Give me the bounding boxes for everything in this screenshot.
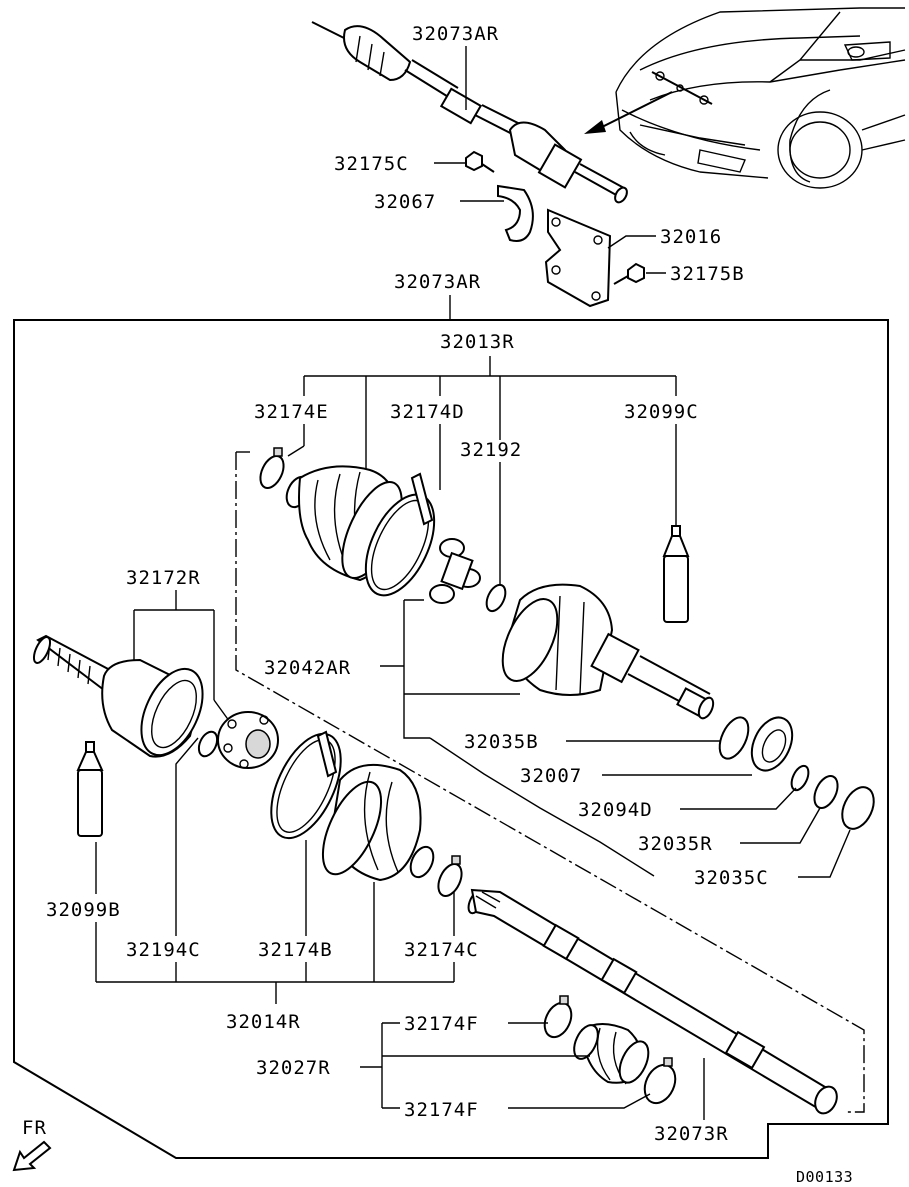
front-arrow-icon xyxy=(12,1140,52,1172)
front-direction-marker: FR xyxy=(12,1117,52,1172)
label-32192: 32192 xyxy=(460,439,522,461)
label-32035b: 32035B xyxy=(464,731,539,753)
label-32174c: 32174C xyxy=(404,939,479,961)
ring-32035r-illustration xyxy=(813,775,839,809)
axle-shaft-illustration xyxy=(467,888,838,1115)
label-32094d: 32094D xyxy=(578,799,653,821)
label-32073ar-box: 32073AR xyxy=(394,271,481,293)
label-32042ar: 32042AR xyxy=(264,657,351,679)
assembly-box-outline xyxy=(13,319,889,1159)
band-32174d-illustration xyxy=(364,472,436,597)
label-32175c: 32175C xyxy=(334,153,409,175)
band-32174c-illustration xyxy=(437,855,463,897)
label-32172r: 32172R xyxy=(126,567,201,589)
car-front-illustration xyxy=(584,7,906,189)
label-32013r: 32013R xyxy=(440,331,515,353)
outer-boot-illustration xyxy=(321,763,435,882)
label-32073r: 32073R xyxy=(654,1123,729,1145)
diagram-code: D00133 xyxy=(796,1168,853,1186)
label-32099b: 32099B xyxy=(46,899,121,921)
bolt-32175c-illustration xyxy=(465,150,495,173)
label-32073ar-top: 32073AR xyxy=(412,23,499,45)
ring-32094d-illustration xyxy=(790,764,810,792)
band-32174b-illustration xyxy=(270,730,342,840)
label-32016: 32016 xyxy=(660,226,722,248)
label-32174d: 32174D xyxy=(390,401,465,423)
label-32174b: 32174B xyxy=(258,939,333,961)
ring-32035c-illustration xyxy=(841,786,875,830)
bracket-32016-illustration xyxy=(544,208,612,308)
ring-32035b-illustration xyxy=(718,716,750,760)
inner-race-illustration xyxy=(217,711,279,769)
label-32174e: 32174E xyxy=(254,401,329,423)
grease-tube-32099b-illustration xyxy=(76,741,104,837)
label-32194c: 32194C xyxy=(126,939,201,961)
clip-32067-illustration xyxy=(497,184,534,242)
snap-ring-32192-illustration xyxy=(485,583,507,613)
tripod-joint-illustration xyxy=(429,538,481,604)
label-32174f-bottom: 32174F xyxy=(404,1099,479,1121)
label-32014r: 32014R xyxy=(226,1011,301,1033)
top-drive-shaft-illustration xyxy=(311,21,628,204)
direction-label: FR xyxy=(22,1117,47,1139)
label-32027r: 32027R xyxy=(256,1057,331,1079)
band-32174f-bottom-illustration xyxy=(643,1057,677,1105)
label-32035r: 32035R xyxy=(638,833,713,855)
label-32067: 32067 xyxy=(374,191,436,213)
outer-joint-illustration xyxy=(32,634,204,758)
inner-joint-housing-illustration xyxy=(501,583,715,720)
bearing-32007-illustration xyxy=(750,716,794,772)
band-32174e-illustration xyxy=(259,447,285,489)
snap-ring-32194c-illustration xyxy=(197,730,219,758)
label-32099c: 32099C xyxy=(624,401,699,423)
grease-tube-32099c-illustration xyxy=(662,525,690,623)
damper-32027r-illustration xyxy=(573,1023,650,1085)
label-32007: 32007 xyxy=(520,765,582,787)
label-32174f-top: 32174F xyxy=(404,1013,479,1035)
label-32175b: 32175B xyxy=(670,263,745,285)
bolt-32175b-illustration xyxy=(613,262,645,285)
label-32035c: 32035C xyxy=(694,867,769,889)
band-32174f-top-illustration xyxy=(543,995,573,1039)
